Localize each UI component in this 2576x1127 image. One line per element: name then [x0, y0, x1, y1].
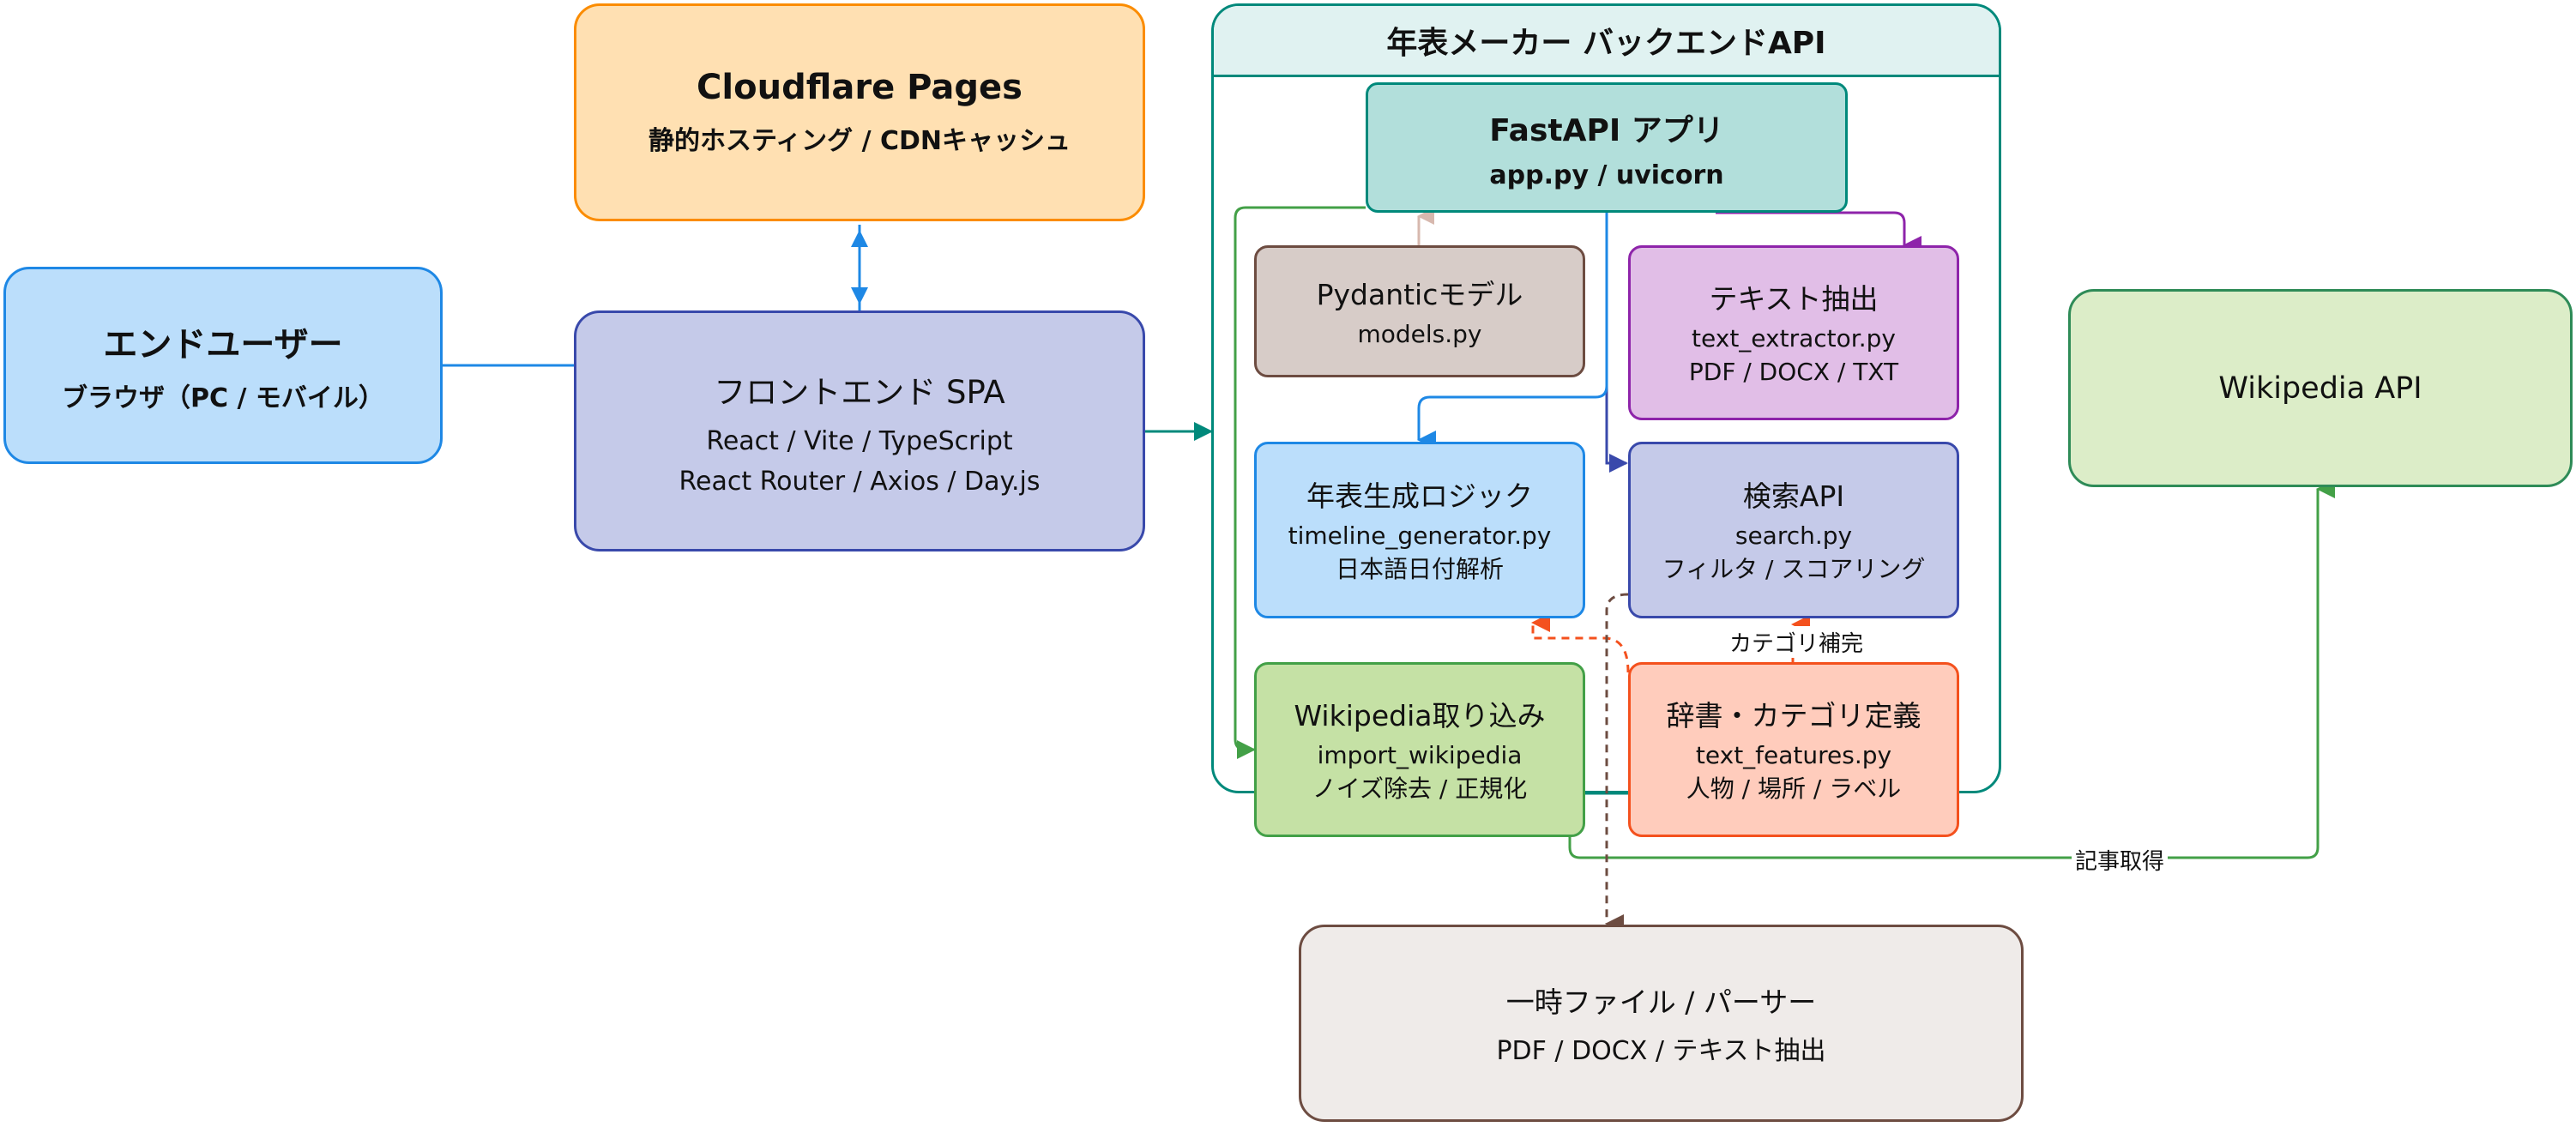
edge-fastapi-extract: [1716, 211, 1921, 255]
extract-node: テキスト抽出 text_extractor.py PDF / DOCX / TX…: [1628, 245, 1959, 420]
wikiimport-sub2: ノイズ除去 / 正規化: [1312, 774, 1528, 803]
search-sub: search.py: [1734, 521, 1853, 551]
wikiimport-node: Wikipedia取り込み import_wikipedia ノイズ除去 / 正…: [1254, 662, 1585, 837]
timeline-sub: timeline_generator.py: [1288, 521, 1552, 551]
edge-label-category: カテゴリ補完: [1726, 626, 1867, 658]
search-node: 検索API search.py フィルタ / スコアリング: [1628, 442, 1959, 618]
enduser-node: エンドユーザー ブラウザ（PC / モバイル）: [3, 267, 443, 464]
search-title: 検索API: [1742, 479, 1845, 514]
pydantic-node: Pydanticモデル models.py: [1254, 245, 1585, 377]
tempfile-title: 一時ファイル / パーサー: [1505, 985, 1817, 1019]
fastapi-sub: app.py / uvicorn: [1489, 160, 1724, 190]
wikiapi-title: Wikipedia API: [2218, 371, 2422, 406]
timeline-node: 年表生成ロジック timeline_generator.py 日本語日付解析: [1254, 442, 1585, 618]
frontend-line2: React Router / Axios / Day.js: [679, 466, 1041, 497]
edge-label-article: 記事取得: [2072, 844, 2169, 876]
extract-sub2: PDF / DOCX / TXT: [1688, 358, 1899, 386]
backend-header: 年表メーカー バックエンドAPI: [1214, 6, 1999, 77]
extract-title: テキスト抽出: [1709, 282, 1879, 316]
cloudflare-title: Cloudflare Pages: [697, 68, 1023, 107]
timeline-sub2: 日本語日付解析: [1335, 555, 1504, 583]
extract-sub: text_extractor.py: [1692, 324, 1896, 353]
enduser-title: エンドユーザー: [103, 325, 343, 365]
search-sub2: フィルタ / スコアリング: [1662, 555, 1926, 583]
fastapi-title: FastAPI アプリ: [1489, 112, 1724, 148]
wikiimport-title: Wikipedia取り込み: [1294, 699, 1546, 733]
backend-title: 年表メーカー バックエンドAPI: [1386, 26, 1826, 61]
pydantic-title: Pydanticモデル: [1316, 277, 1523, 311]
edge-dict-timeline: [1531, 613, 1630, 673]
wikiapi-node: Wikipedia API: [2068, 289, 2573, 487]
frontend-line1: React / Vite / TypeScript: [706, 425, 1013, 456]
wikiimport-sub: import_wikipedia: [1317, 741, 1523, 770]
frontend-node: フロントエンド SPA React / Vite / TypeScript Re…: [574, 310, 1145, 551]
dict-sub2: 人物 / 場所 / ラベル: [1686, 774, 1902, 803]
timeline-title: 年表生成ロジック: [1306, 479, 1533, 514]
edge-search-tempfile: [1605, 593, 1629, 933]
pydantic-sub: models.py: [1357, 319, 1482, 348]
cloudflare-sub: 静的ホスティング / CDNキャッシュ: [648, 126, 1071, 156]
enduser-sub: ブラウザ（PC / モバイル）: [62, 383, 384, 413]
tempfile-node: 一時ファイル / パーサー PDF / DOCX / テキスト抽出: [1299, 925, 2024, 1122]
edge-wikiimport-wikiapi: [1568, 479, 2335, 859]
fastapi-node: FastAPI アプリ app.py / uvicorn: [1366, 82, 1848, 213]
edge-fastapi-search: [1605, 213, 1628, 473]
dict-title: 辞書・カテゴリ定義: [1666, 699, 1921, 733]
edge-fastapi-wikiimport: [1234, 206, 1366, 759]
dict-sub: text_features.py: [1695, 741, 1892, 770]
dict-node: 辞書・カテゴリ定義 text_features.py 人物 / 場所 / ラベル: [1628, 662, 1959, 837]
frontend-title: フロントエンド SPA: [714, 373, 1005, 411]
cloudflare-node: Cloudflare Pages 静的ホスティング / CDNキャッシュ: [574, 3, 1145, 221]
tempfile-sub: PDF / DOCX / テキスト抽出: [1496, 1036, 1826, 1066]
edge-fastapi-timeline: [1417, 213, 1608, 449]
